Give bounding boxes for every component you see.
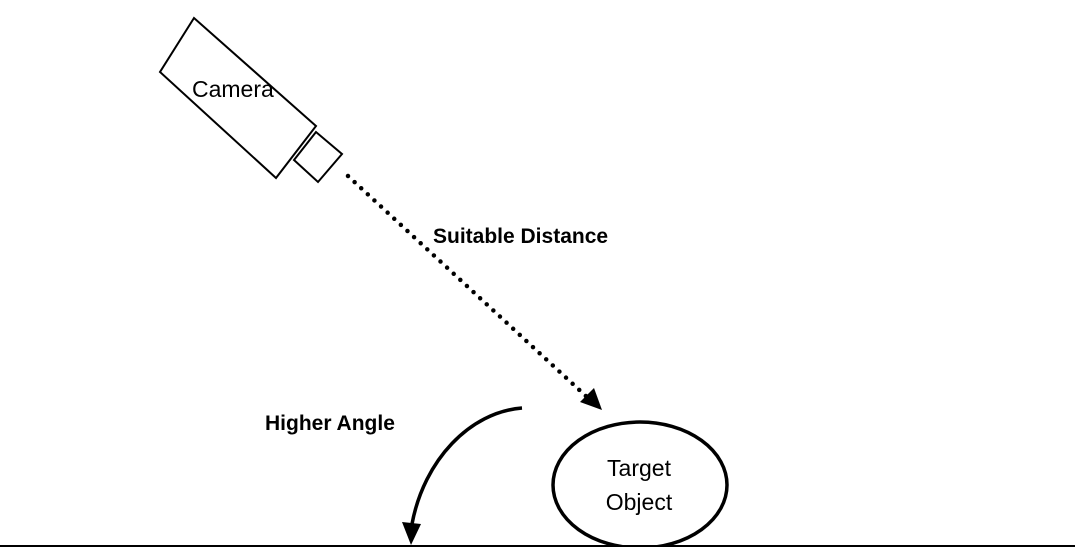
camera-body [158,16,318,180]
distance-arrowhead [580,388,602,410]
distance-dotted-line [345,173,591,401]
target-object-ellipse [551,420,729,547]
angle-label: Higher Angle [265,412,395,435]
distance-label: Suitable Distance [433,225,608,248]
camera-lens [292,130,344,184]
target-label-line1: Target [607,455,672,481]
target-label-line2: Object [606,489,673,515]
camera-label: Camera [192,76,274,102]
angle-curved-arrow [410,406,523,525]
angle-arrowhead [402,522,421,545]
